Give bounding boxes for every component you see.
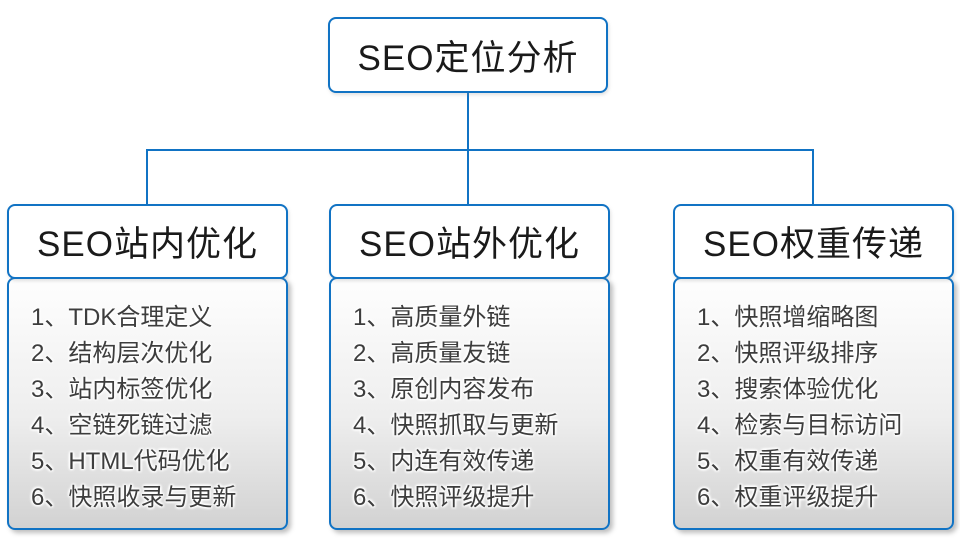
list-item: 4、检索与目标访问 — [697, 412, 903, 439]
node-seo-offsite-label: SEO站外优化 — [359, 225, 580, 264]
connector-horizontal — [146, 149, 814, 151]
list-item: 3、站内标签优化 — [31, 376, 213, 403]
list-item: 5、内连有效传递 — [353, 448, 535, 475]
node-seo-weight: SEO权重传递 — [673, 204, 954, 279]
node-seo-offsite: SEO站外优化 — [329, 204, 610, 279]
list-item: 2、快照评级排序 — [697, 340, 879, 367]
list-item: 2、结构层次优化 — [31, 340, 213, 367]
node-seo-onsite: SEO站内优化 — [7, 204, 288, 279]
list-item: 4、快照抓取与更新 — [353, 412, 559, 439]
list-item: 1、快照增缩略图 — [697, 304, 879, 331]
list-item: 4、空链死链过滤 — [31, 412, 213, 439]
list-item: 3、搜索体验优化 — [697, 376, 879, 403]
list-item: 1、高质量外链 — [353, 304, 511, 331]
list-panel-weight: 1、快照增缩略图 2、快照评级排序 3、搜索体验优化 4、检索与目标访问 5、权重有效传… — [673, 277, 954, 530]
list-item: 2、高质量友链 — [353, 340, 511, 367]
connector-left-drop — [146, 149, 148, 204]
node-seo-positioning: SEO定位分析 — [328, 17, 608, 93]
list-item: 1、TDK合理定义 — [31, 304, 213, 331]
list-item: 3、原创内容发布 — [353, 376, 535, 403]
node-seo-positioning-label: SEO定位分析 — [357, 38, 579, 78]
list-panel-onsite: 1、TDK合理定义 2、结构层次优化 3、站内标签优化 4、空链死链过滤 5、HTML代… — [7, 277, 288, 530]
node-seo-weight-label: SEO权重传递 — [703, 225, 924, 264]
list-item: 5、权重有效传递 — [697, 448, 879, 475]
list-item: 6、快照收录与更新 — [31, 484, 237, 511]
node-seo-onsite-label: SEO站内优化 — [37, 225, 258, 264]
list-item: 6、快照评级提升 — [353, 484, 535, 511]
connector-right-drop — [812, 149, 814, 204]
list-item: 6、权重评级提升 — [697, 484, 879, 511]
connector-root-vertical — [467, 93, 469, 204]
list-panel-offsite: 1、高质量外链 2、高质量友链 3、原创内容发布 4、快照抓取与更新 5、内连有效传递 6… — [329, 277, 610, 530]
list-item: 5、HTML代码优化 — [31, 448, 230, 475]
